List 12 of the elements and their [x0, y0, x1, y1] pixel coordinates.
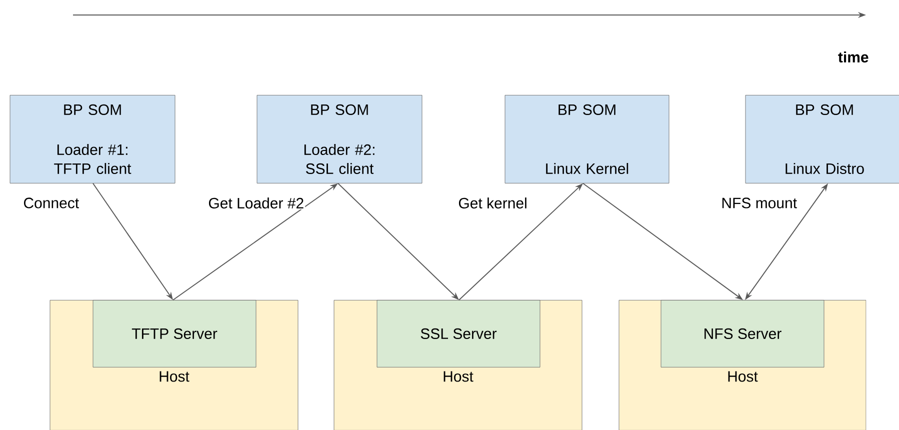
component-box: BP SOM Loader #1: TFTP client — [10, 95, 176, 184]
server-box: SSL Server — [376, 300, 540, 368]
edge-label: NFS mount — [720, 196, 798, 210]
edge-label: Get kernel — [457, 196, 528, 210]
axis-label: time — [838, 52, 868, 62]
component-box: BP SOM Loader #2: SSL client — [256, 95, 422, 184]
component-box: BP SOM Linux Kernel — [504, 95, 670, 184]
edge-label: Connect — [22, 196, 80, 210]
component-box: BP SOM Linux Distro — [745, 95, 899, 184]
server-box: TFTP Server — [92, 300, 256, 368]
server-box: NFS Server — [660, 300, 824, 368]
edge-label: Get Loader #2 — [207, 196, 306, 210]
